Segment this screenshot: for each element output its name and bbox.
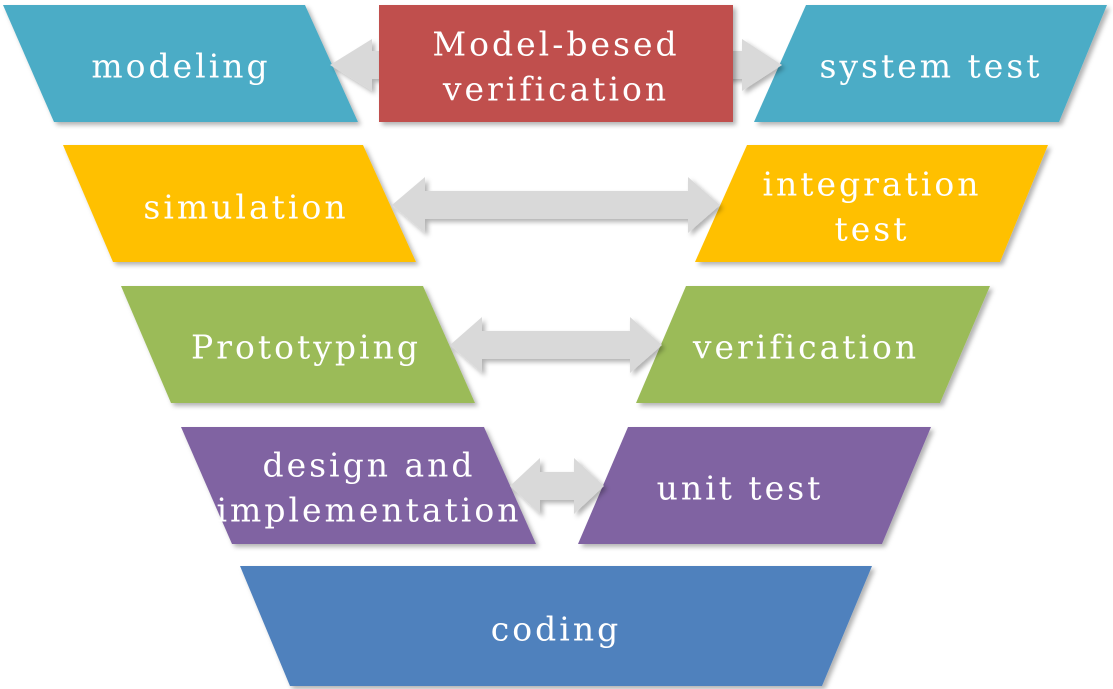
double-arrow-icon (450, 317, 662, 373)
design-implementation-shape (181, 427, 536, 544)
verification-shape (636, 286, 990, 403)
prototyping-shape (121, 286, 475, 403)
coding-label: coding (491, 610, 621, 649)
modeling-shape (3, 5, 358, 122)
verification-label: verification (692, 328, 919, 367)
design-implementation-label-line2: implementation (216, 491, 521, 530)
simulation-shape (63, 145, 416, 262)
simulation-label: simulation (143, 188, 348, 227)
design-implementation-label: design and (262, 446, 475, 485)
model-based-verification-label: Model-besed (432, 25, 679, 64)
system-test-label: system test (819, 47, 1042, 86)
integration-test-shape (695, 145, 1048, 262)
coding-shape (240, 566, 872, 686)
prototyping-label: Prototyping (191, 328, 421, 367)
model-based-verification-label-line2: verification (442, 70, 669, 109)
double-arrow-icon (510, 458, 604, 514)
integration-test-label: integration (762, 165, 981, 204)
model-based-verification-shape (379, 5, 733, 122)
modeling-label: modeling (91, 47, 270, 86)
unit-test-label: unit test (657, 469, 824, 508)
double-arrow-icon (392, 177, 720, 233)
system-test-shape (754, 5, 1107, 122)
unit-test-shape (578, 427, 931, 544)
integration-test-label-line2: test (835, 210, 910, 249)
